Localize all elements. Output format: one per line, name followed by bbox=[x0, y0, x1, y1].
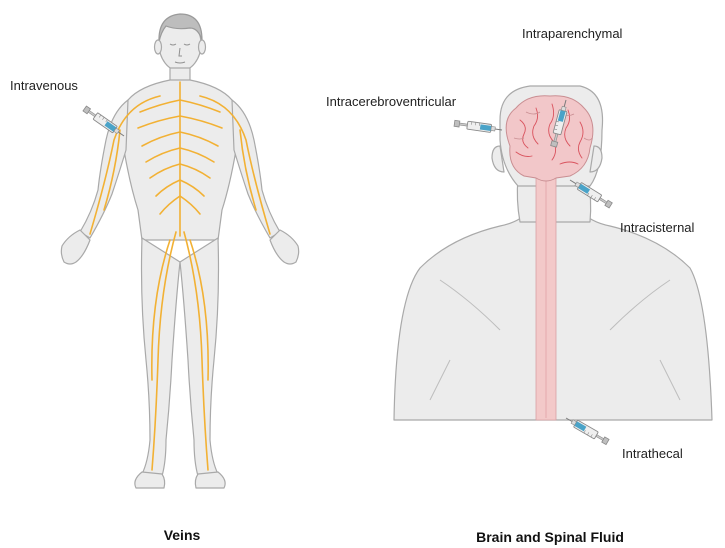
caption-brain-spinal-fluid: Brain and Spinal Fluid bbox=[476, 529, 624, 545]
intracerebroventricular-syringe-icon bbox=[454, 119, 503, 134]
label-intracisternal: Intracisternal bbox=[620, 220, 695, 235]
body-right-hand bbox=[270, 230, 299, 264]
brain-icon bbox=[506, 96, 593, 181]
label-intravenous: Intravenous bbox=[10, 78, 78, 93]
body-left-hand bbox=[61, 230, 90, 264]
label-intrathecal: Intrathecal bbox=[622, 446, 683, 461]
caption-veins: Veins bbox=[164, 527, 201, 543]
label-intraparenchymal: Intraparenchymal bbox=[522, 26, 623, 41]
label-intracerebroventricular: Intracerebroventricular bbox=[326, 94, 457, 109]
body-right-arm bbox=[232, 100, 280, 238]
